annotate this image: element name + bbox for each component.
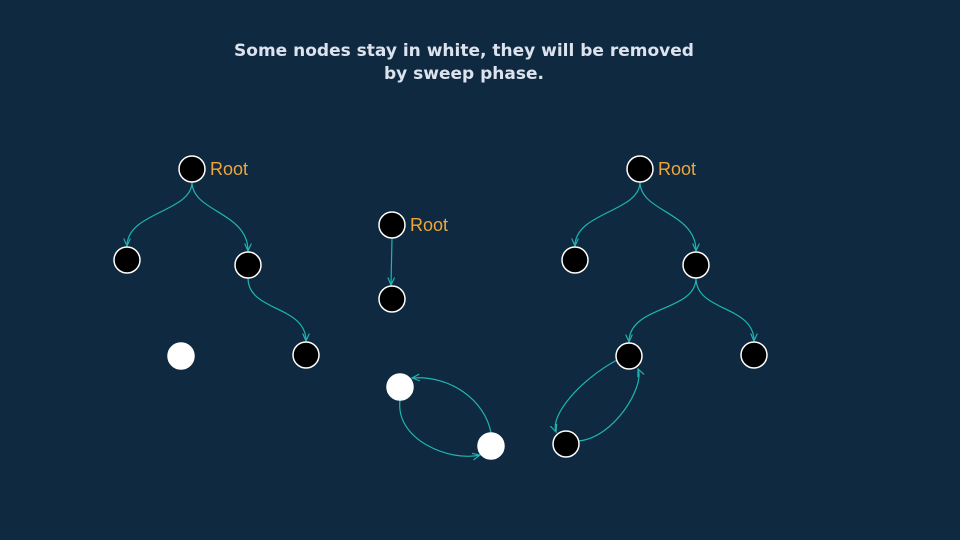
marked-object-node: [378, 211, 406, 239]
marked-object-node: [552, 430, 580, 458]
reference-arrow: [191, 181, 248, 251]
marked-object-node: [626, 155, 654, 183]
reference-arrow: [412, 378, 492, 434]
reference-arrow: [247, 277, 306, 341]
reference-arrow: [639, 181, 696, 251]
reference-arrow: [629, 277, 697, 342]
marked-object-node: [682, 251, 710, 279]
reference-arrow: [399, 399, 480, 456]
marked-object-node: [740, 341, 768, 369]
marked-object-node: [234, 251, 262, 279]
reference-arrow: [695, 277, 754, 341]
reference-arrow: [575, 181, 641, 246]
marked-object-node: [615, 342, 643, 370]
root-label: Root: [658, 159, 696, 179]
marked-object-node: [292, 341, 320, 369]
marked-object-node: [378, 285, 406, 313]
nodes-layer: [113, 155, 768, 460]
unmarked-object-node: [386, 373, 414, 401]
reference-arrow: [391, 237, 392, 285]
root-label: Root: [410, 215, 448, 235]
marked-object-node: [113, 246, 141, 274]
marked-object-node: [561, 246, 589, 274]
unmarked-object-node: [167, 342, 195, 370]
unmarked-object-node: [477, 432, 505, 460]
reference-arrow: [577, 369, 639, 442]
marked-object-node: [178, 155, 206, 183]
reference-arrow: [127, 181, 193, 246]
slide-caption: Some nodes stay in white, they will be r…: [234, 41, 694, 84]
edges-layer: [127, 181, 754, 456]
reference-arrow: [555, 359, 618, 432]
root-label: Root: [210, 159, 248, 179]
